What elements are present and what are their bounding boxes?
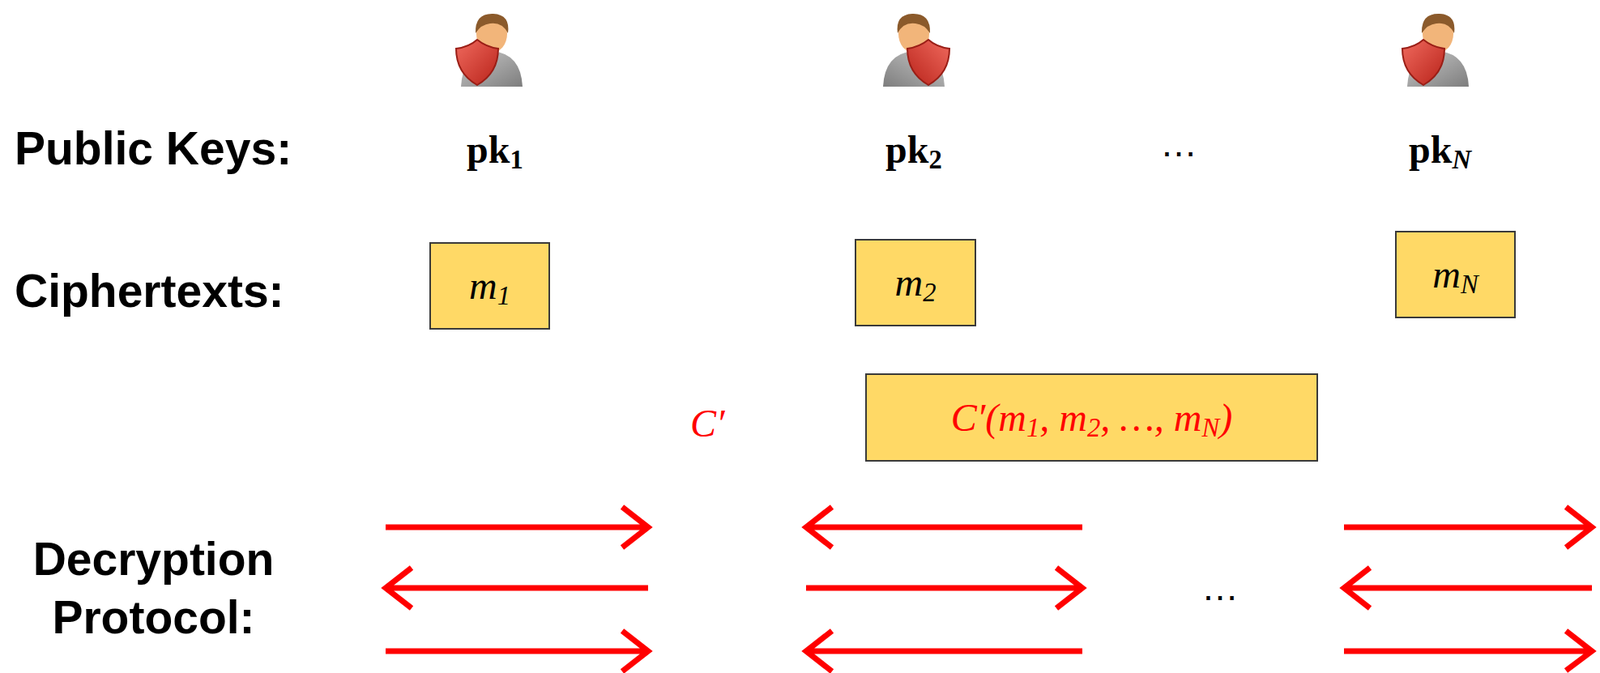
- node-text: m2: [895, 259, 937, 307]
- subscript: 1: [1026, 413, 1040, 443]
- ciphertext-box: m1: [429, 242, 551, 330]
- node-text: C′(m1, m2, …, mN): [951, 394, 1234, 442]
- circuit-label: C′: [690, 400, 726, 448]
- public-key: pkN: [1408, 126, 1472, 174]
- subscript: 2: [1087, 413, 1101, 443]
- node-text: m1: [469, 262, 511, 310]
- subscript: 1: [509, 145, 523, 175]
- protocol-arrow: [385, 507, 649, 548]
- protocol-arrow: [1344, 631, 1592, 671]
- node-text: mN: [1432, 251, 1478, 299]
- public-key: pk2: [885, 126, 943, 174]
- row-label: Decryption Protocol:: [13, 529, 294, 647]
- subscript: N: [1460, 269, 1479, 299]
- subscript: N: [1451, 145, 1472, 175]
- evaluated-ciphertext-box: C′(m1, m2, …, mN): [865, 373, 1319, 462]
- ciphertext-box: mN: [1395, 230, 1516, 319]
- ellipsis: …: [1160, 121, 1198, 167]
- row-label: Ciphertexts:: [14, 263, 285, 319]
- subscript: 2: [928, 145, 942, 175]
- protocol-arrow: [385, 631, 649, 672]
- subscript: N: [1202, 413, 1221, 443]
- protocol-arrow: [806, 567, 1083, 609]
- protocol-arrow: [806, 507, 1083, 548]
- subscript: 2: [922, 277, 936, 308]
- subscript: 1: [497, 281, 511, 311]
- protocol-arrow: [385, 567, 649, 609]
- protocol-arrow: [1344, 567, 1592, 609]
- row-label: Public Keys:: [14, 120, 292, 176]
- ellipsis: …: [1201, 565, 1239, 611]
- public-key: pk1: [466, 126, 524, 174]
- person-icon: [883, 13, 950, 87]
- ciphertext-box: m2: [854, 238, 977, 327]
- protocol-arrow: [1344, 507, 1592, 548]
- person-icon: [1402, 13, 1469, 87]
- protocol-arrow: [806, 631, 1083, 672]
- person-icon: [456, 13, 523, 87]
